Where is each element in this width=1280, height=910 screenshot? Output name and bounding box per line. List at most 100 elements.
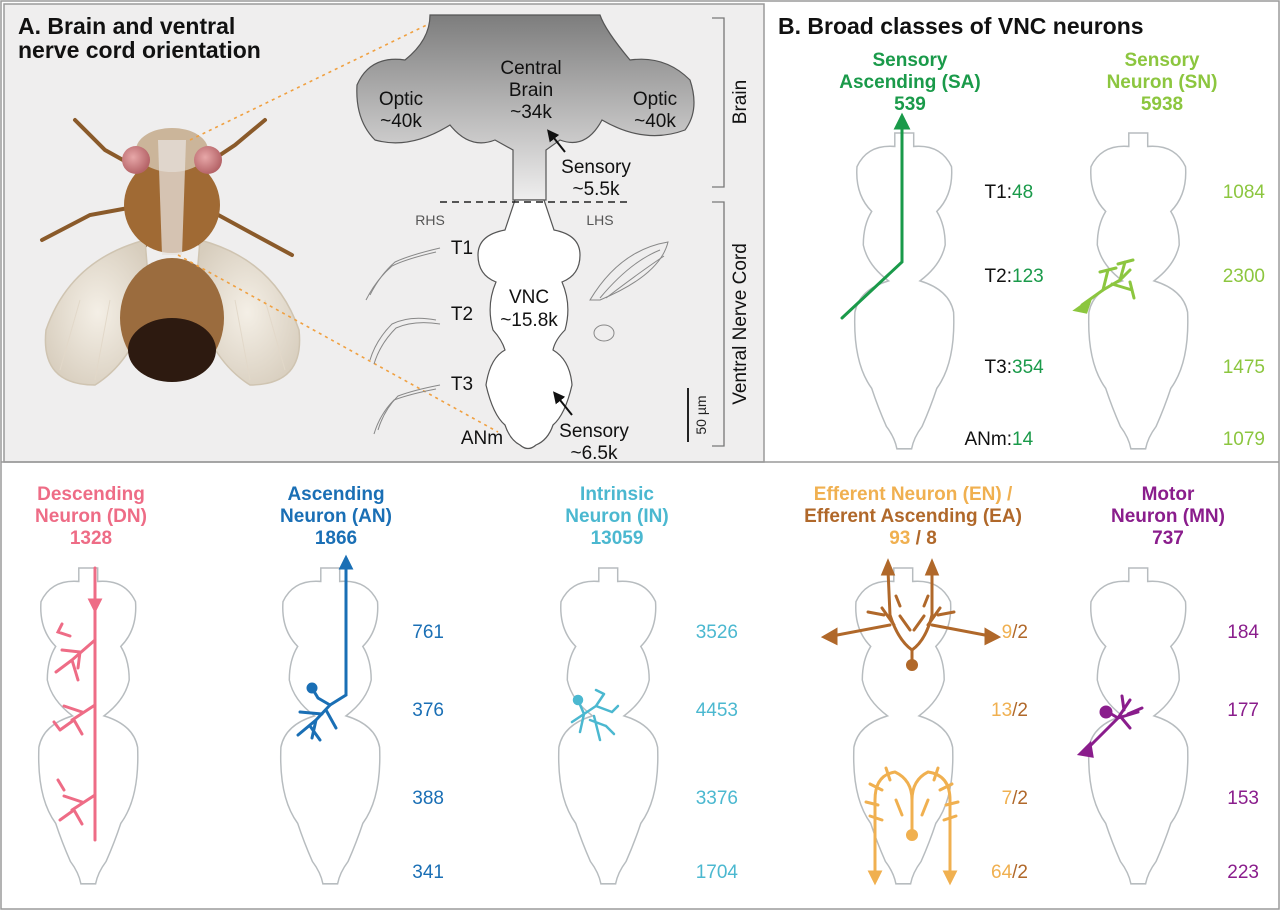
mn-val-t3: 153 [1227,788,1259,809]
sn-val-anm: 1079 [1223,429,1265,450]
en-ea-t1: 9/2 [1002,622,1028,643]
central-brain-label-line2: Brain [509,80,553,101]
en-total: 93 [889,528,910,549]
in-val-t1: 3526 [696,622,738,643]
an-neuron [296,554,354,742]
central-brain-count: ~34k [510,102,552,123]
vnc-outline-path [853,132,955,450]
ea-val-t3: 2 [1017,788,1028,809]
vnc-outline-path [557,567,659,885]
dn-neuron [52,566,103,842]
sensory-vnc-label: Sensory [559,421,629,442]
an-total: 1866 [315,528,357,549]
brain-bracket-label: Brain [730,80,751,124]
sa-seg-t2: T2: [985,266,1012,287]
t1-label: T1 [451,238,473,259]
brain-bracket [712,17,725,188]
mn-val-t2: 177 [1227,700,1259,721]
sn-vnc-outline [1087,132,1189,450]
sa-name-line1: Sensory [873,50,948,71]
panel-a: A. Brain and ventral nerve cord orientat… [18,13,751,464]
sa-val-t3: 354 [1012,357,1044,378]
mn-vnc-outline [1087,567,1189,885]
t3-label: T3 [451,374,473,395]
mn-val-t1: 184 [1227,622,1259,643]
vnc-outline-path [1087,132,1189,450]
en-row-3: 64/2 [991,862,1028,883]
an-vnc-outline [279,567,381,885]
in-val-anm: 1704 [696,862,739,883]
sa-val-anm: 14 [1012,429,1034,450]
sa-seg-t3: T3: [985,357,1012,378]
dn-vnc-outline [37,567,139,885]
ea-val-anm: 2 [1017,862,1028,883]
vnc-outline-path [852,567,954,885]
sa-row-1: T2: 123 [985,266,1044,287]
scale-bar-label: 50 µm [693,395,709,434]
en-row-0: 9/2 [1002,622,1028,643]
en-val-anm: 64 [991,862,1013,883]
en-ea-t2: 13/2 [991,700,1028,721]
en-ea-slash-anm: / [1012,862,1018,883]
en-row-1: 13/2 [991,700,1028,721]
sn-val-t3: 1475 [1223,357,1265,378]
ea-val-t2: 2 [1017,700,1028,721]
in-neuron [570,688,620,742]
panel-b: B. Broad classes of VNC neurons Sensory … [778,13,1265,450]
an-val-anm: 341 [412,862,444,883]
in-vnc-outline [557,567,659,885]
bottom-row: Descending Neuron (DN) 1328 Ascending Ne… [35,484,1259,886]
vnc-outline-path [37,567,139,885]
sensory-vnc-count: ~6.5k [570,443,618,464]
ea-neuron [820,558,1002,671]
sa-val-t1: 48 [1012,182,1033,203]
vnc-outline-path [1087,567,1189,885]
mn-name-line1: Motor [1142,484,1195,505]
sa-vnc-outline [853,132,955,450]
optic-right-label: Optic [633,89,677,110]
an-val-t3: 388 [412,788,444,809]
vnc-shape [477,199,581,450]
en-val-t1: 9 [1002,622,1013,643]
sa-row-3: ANm: 14 [965,429,1034,450]
sn-val-t1: 1084 [1223,182,1266,203]
sa-total: 539 [894,94,926,115]
sa-seg-anm: ANm: [965,429,1013,450]
in-total: 13059 [591,528,644,549]
rhs-label: RHS [415,212,445,228]
sa-row-2: T3: 354 [985,357,1045,378]
ea-total: 8 [926,528,937,549]
en-ea-slash-t3: / [1012,788,1018,809]
dn-total: 1328 [70,528,112,549]
vnc-label: VNC [509,287,549,308]
in-name-line2: Neuron (IN) [565,506,668,527]
mn-total: 737 [1152,528,1184,549]
an-val-t2: 376 [412,700,444,721]
in-val-t2: 4453 [696,700,738,721]
an-name-line1: Ascending [287,484,384,505]
en-ea-slash-t2: / [1012,700,1018,721]
optic-left-label: Optic [379,89,423,110]
en-val-t2: 13 [991,700,1012,721]
panel-a-title-line2: nerve cord orientation [18,37,261,63]
an-val-t1: 761 [412,622,444,643]
in-name-line1: Intrinsic [580,484,654,505]
sn-name-line1: Sensory [1125,50,1200,71]
sa-neuron [840,112,911,320]
lhs-label: LHS [586,212,613,228]
mn-name-line2: Neuron (MN) [1111,506,1225,527]
in-val-t3: 3376 [696,788,738,809]
panel-b-title: B. Broad classes of VNC neurons [778,13,1144,39]
sensory-brain-arrow [547,129,566,153]
mn-neuron [1076,694,1144,758]
an-name-line2: Neuron (AN) [280,506,392,527]
en-ea-anm: 64/2 [991,862,1028,883]
vnc-bracket-label: Ventral Nerve Cord [730,243,751,405]
en-name-line1: Efferent Neuron (EN) / [814,484,1013,505]
panel-a-title-line1: A. Brain and ventral [18,13,235,39]
appendage-sketches [365,241,669,435]
en-val-t3: 7 [1002,788,1013,809]
guide-lines [177,19,499,433]
